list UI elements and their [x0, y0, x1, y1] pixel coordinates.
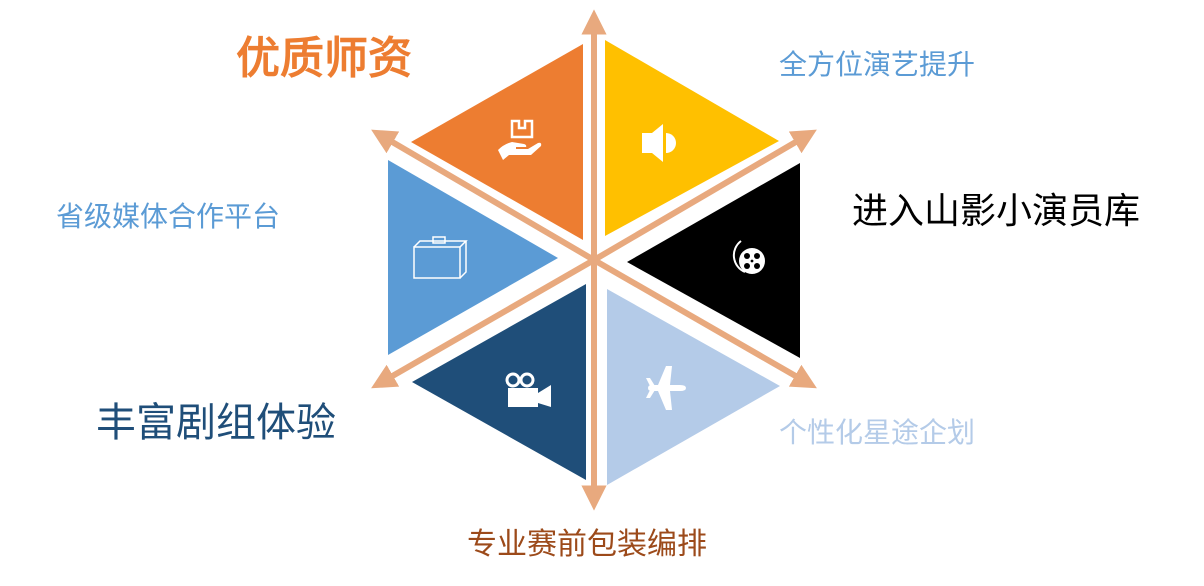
hand-holding-box-icon [498, 119, 542, 160]
label-teacher: 优质师资 [236, 33, 412, 84]
label-library: 进入山影小演员库 [852, 191, 1141, 232]
film-reel-icon [732, 240, 765, 274]
segment-career [607, 289, 780, 485]
arrow-down-right [592, 257, 817, 389]
label-crew: 丰富剧组体验 [96, 400, 336, 446]
briefcase-icon [413, 236, 468, 279]
speaker-icon [642, 124, 676, 162]
label-media: 省级媒体合作平台 [56, 200, 281, 233]
arrow-up-right [592, 129, 817, 263]
label-skills: 全方位演艺提升 [779, 48, 976, 81]
segment-media [388, 160, 558, 355]
label-package: 专业赛前包装编排 [467, 527, 707, 562]
arrow-up-left [371, 129, 596, 263]
segment-library [627, 163, 800, 358]
movie-camera-icon [505, 372, 551, 407]
arrow-down-left [371, 257, 596, 389]
airplane-icon [646, 366, 686, 410]
label-career: 个性化星途企划 [779, 416, 976, 449]
segment-crew [412, 284, 586, 480]
segment-teacher [411, 44, 583, 240]
segment-skills [605, 40, 779, 236]
